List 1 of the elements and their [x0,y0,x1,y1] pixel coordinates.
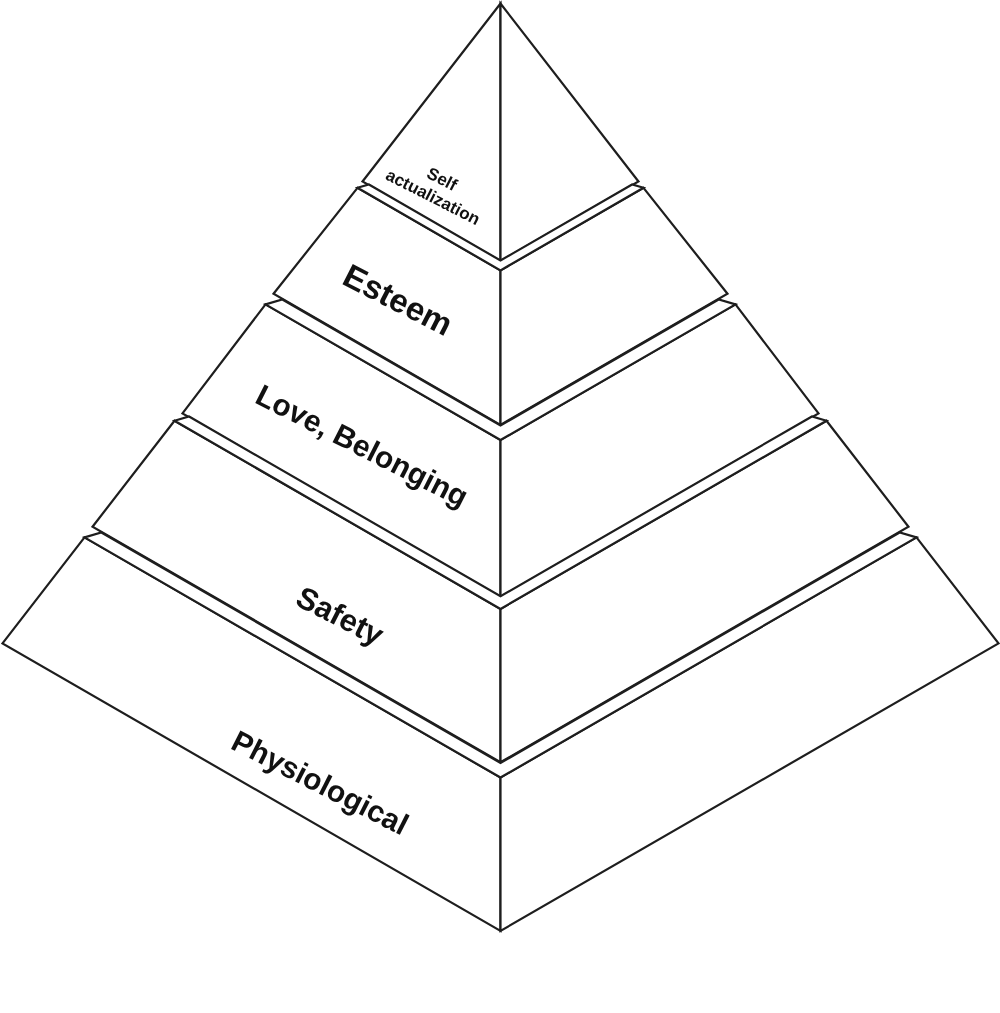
pyramid-tier [0,530,1000,932]
